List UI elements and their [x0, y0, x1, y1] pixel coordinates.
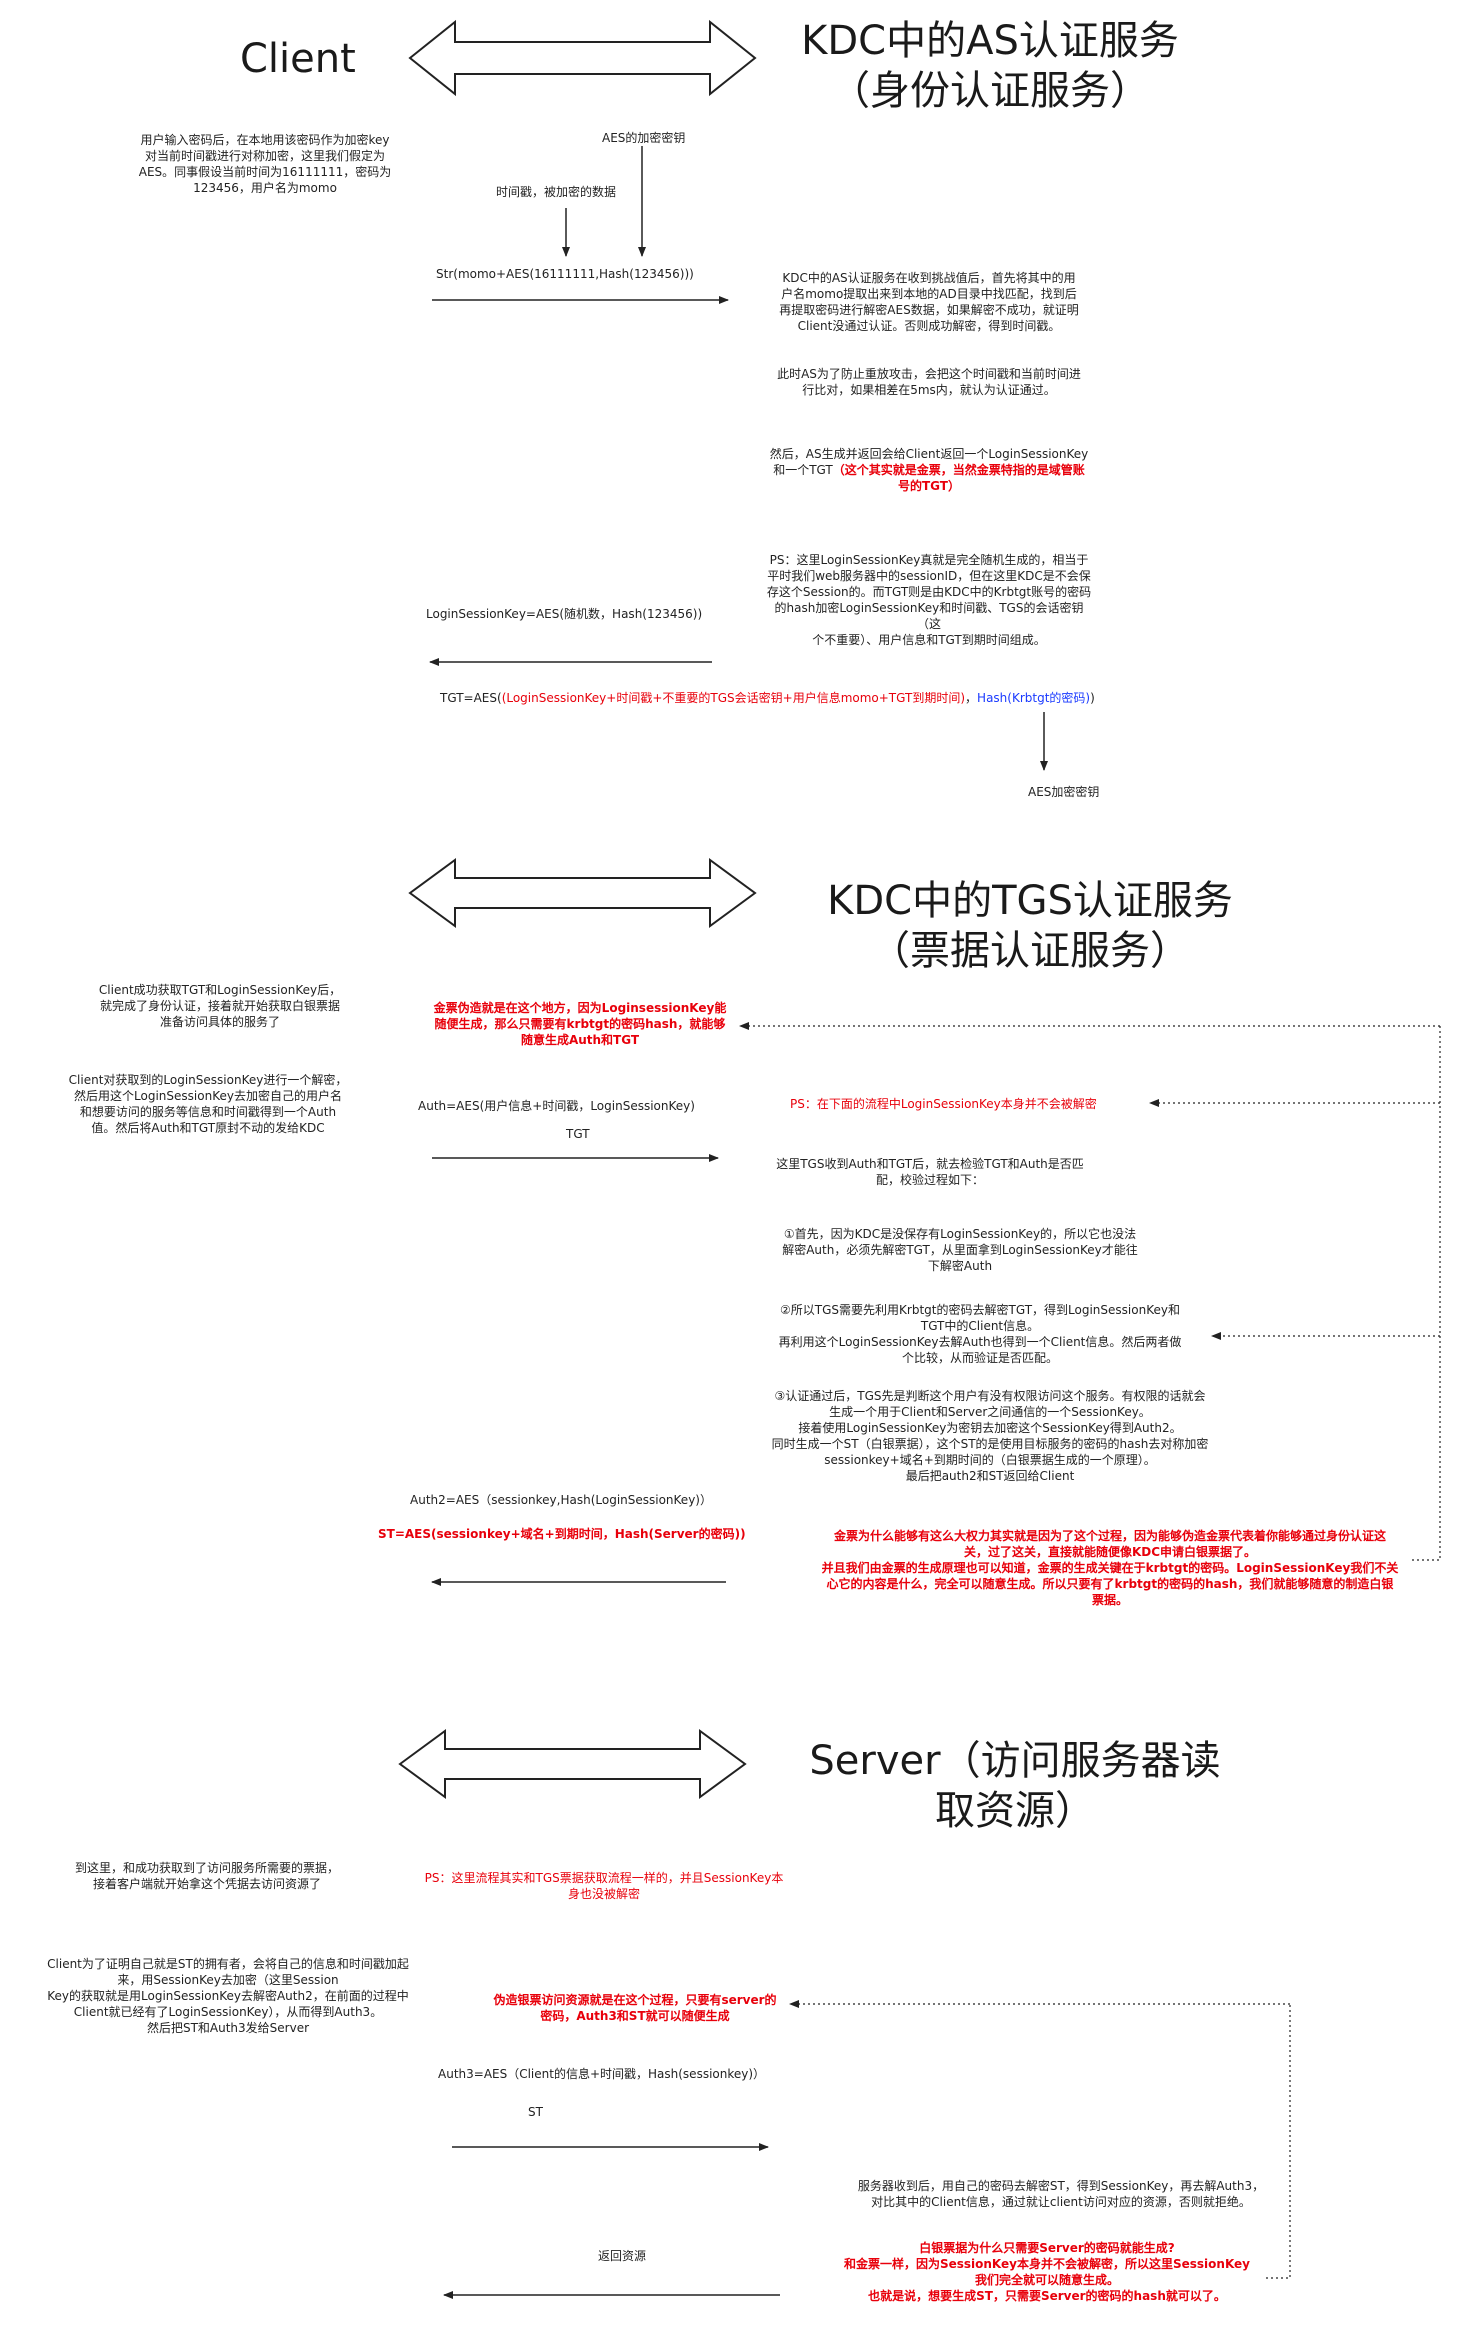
kdc-as-title: KDC中的AS认证服务 （身份认证服务）	[801, 18, 1179, 114]
double-arrow-2	[408, 858, 757, 928]
server-receive-note: 服务器收到后，用自己的密码去解密ST，得到SessionKey，再去解Auth3…	[857, 2179, 1265, 2209]
tgt-note: 然后，AS生成并返回会给Client返回一个LoginSessionKey 和一…	[764, 446, 1094, 494]
double-arrow-3	[398, 1729, 747, 1799]
silver-forge-note: 伪造银票访问资源就是在这个过程，只要有server的 密码，Auth3和ST就可…	[493, 1993, 777, 2023]
tgs-step-1: ①首先，因为KDC是没保存有LoginSessionKey的，所以它也没法 解密…	[782, 1227, 1138, 1273]
auth3-formula: Auth3=AES（Client的信息+时间戳，Hash(sessionkey)…	[438, 2067, 766, 2081]
dotted-connector-golden	[1412, 1026, 1441, 1561]
st-label: ST	[528, 2105, 543, 2119]
server-ps-note: PS：这里流程其实和TGS票据获取流程一样的，并且SessionKey本 身也没…	[424, 1871, 784, 1901]
tgt-formula: TGT=AES((LoginSessionKey+时间戳+不重要的TGS会话密钥…	[440, 690, 1095, 706]
tgs-client-note-2: Client对获取到的LoginSessionKey进行一个解密， 然后用这个L…	[68, 1073, 348, 1135]
tgs-ps-note: PS：在下面的流程中LoginSessionKey本身并不会被解密	[790, 1097, 1097, 1111]
golden-forge-note: 金票伪造就是在这个地方，因为LoginsessionKey能 随便生成，那么只需…	[433, 1001, 727, 1047]
ps-note: PS：这里LoginSessionKey真就是完全随机生成的，相当于 平时我们w…	[766, 553, 1092, 647]
silver-why-note: 白银票据为什么只需要Server的密码就能生成? 和金票一样，因为Session…	[843, 2241, 1251, 2303]
server-client-note-1: 到这里，和成功获取到了访问服务所需要的票据， 接着客户端就开始拿这个凭据去访问资…	[74, 1861, 339, 1891]
st-formula: ST=AES(sessionkey+域名+到期时间，Hash(Server的密码…	[378, 1527, 746, 1541]
timestamp-label: 时间戳，被加密的数据	[496, 185, 617, 199]
return-label: 返回资源	[598, 2249, 647, 2263]
auth2-formula: Auth2=AES（sessionkey,Hash(LoginSessionKe…	[410, 1493, 712, 1507]
tgt-formula-sep: ，	[965, 691, 978, 705]
dotted-connector-silver	[1266, 2004, 1291, 2279]
replay-note: 此时AS为了防止重放攻击，会把这个时间戳和当前时间进 行比对，如果相差在5ms内…	[777, 367, 1081, 397]
request-formula: Str(momo+AES(16111111,Hash(123456)))	[436, 267, 694, 281]
tgt-label: TGT	[566, 1127, 590, 1141]
tgt-formula-prefix: TGT=AES(	[440, 691, 502, 705]
tgt-note-text: 然后，AS生成并返回会给Client返回一个LoginSessionKey 和一…	[769, 447, 1089, 477]
kdc-tgs-title: KDC中的TGS认证服务 （票据认证服务）	[827, 878, 1233, 974]
client-title-1: Client	[240, 36, 356, 82]
tgt-formula-content: (LoginSessionKey+时间戳+不重要的TGS会话密钥+用户信息mom…	[501, 691, 966, 705]
tgs-step-3: ③认证通过后，TGS先是判断这个用户有没有权限访问这个服务。有权限的话就会 生成…	[771, 1389, 1209, 1483]
tgt-note-golden: （这个其实就是金票，当然金票特指的是域管账 号的TGT）	[832, 463, 1085, 493]
tgs-receive-note: 这里TGS收到Auth和TGT后，就去检验TGT和Auth是否匹 配，校验过程如…	[776, 1157, 1084, 1187]
tgs-step-2: ②所以TGS需要先利用Krbtgt的密码去解密TGT，得到LoginSessio…	[778, 1303, 1182, 1365]
golden-why-note: 金票为什么能够有这么大权力其实就是因为了这个过程，因为能够伪造金票代表着你能够通…	[821, 1529, 1399, 1607]
tgs-client-note-1: Client成功获取TGT和LoginSessionKey后， 就完成了身份认证…	[98, 983, 342, 1029]
tgt-formula-key: Hash(Krbtgt的密码)	[977, 691, 1091, 705]
server-client-note-2: Client为了证明自己就是ST的拥有者，会将自己的信息和时间戳加起 来，用Se…	[47, 1957, 409, 2035]
aes-key-label: AES的加密密钥	[602, 131, 686, 145]
server-title: Server（访问服务器读 取资源）	[809, 1738, 1221, 1834]
tgt-formula-suffix: )	[1090, 691, 1095, 705]
client-password-note: 用户输入密码后，在本地用该密码作为加密key 对当前时间戳进行对称加密，这里我们…	[138, 133, 392, 195]
auth-formula: Auth=AES(用户信息+时间戳，LoginSessionKey)	[418, 1099, 695, 1113]
as-verify-note: KDC中的AS认证服务在收到挑战值后，首先将其中的用 户名momo提取出来到本地…	[779, 271, 1079, 333]
double-arrow-1	[408, 19, 757, 97]
aes-key-label-2: AES加密密钥	[1028, 785, 1100, 799]
login-session-formula: LoginSessionKey=AES(随机数，Hash(123456))	[426, 607, 703, 621]
